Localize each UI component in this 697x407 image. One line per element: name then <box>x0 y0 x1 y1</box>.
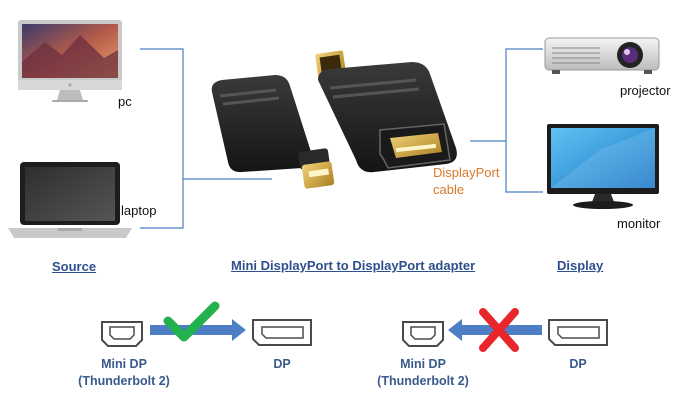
mini-dp-label-line2: (Thunderbolt 2) <box>377 374 469 388</box>
projector-icon <box>544 37 660 74</box>
cable-label: DisplayPort cable <box>433 164 499 198</box>
imac-icon <box>18 20 122 102</box>
cable-label-line1: DisplayPort <box>433 165 500 180</box>
dp-port-icon <box>252 319 312 346</box>
dp-label: DP <box>273 357 291 371</box>
mini-dp-label: Mini DP (Thunderbolt 2) <box>64 356 184 390</box>
projector-label: projector <box>620 83 671 98</box>
pc-label: pc <box>118 94 132 109</box>
mini-dp-port-icon <box>101 321 143 347</box>
check-icon <box>163 301 220 342</box>
mini-dp-label-line2: (Thunderbolt 2) <box>78 374 170 388</box>
source-connector-lines <box>140 48 272 229</box>
monitor-icon <box>547 124 659 209</box>
compat-row-supported <box>101 301 312 347</box>
dp-port-icon <box>548 319 608 346</box>
mini-dp-label-line1: Mini DP <box>101 357 147 371</box>
adapter-left-piece <box>211 75 335 189</box>
display-header: Display <box>557 258 604 273</box>
laptop-icon <box>8 162 132 238</box>
compat-row-unsupported <box>402 308 608 352</box>
laptop-label: laptop <box>121 203 157 218</box>
mini-dp-label-line1: Mini DP <box>400 357 446 371</box>
adapter-header: Mini DisplayPort to DisplayPort adapter <box>231 258 476 273</box>
mini-dp-label: Mini DP (Thunderbolt 2) <box>363 356 483 390</box>
mini-dp-port-icon <box>402 321 444 347</box>
cross-icon <box>479 308 519 352</box>
monitor-label: monitor <box>617 216 661 231</box>
adapter-right-piece <box>315 50 457 173</box>
cable-label-line2: cable <box>433 182 465 197</box>
display-connector-lines <box>470 48 543 193</box>
source-header: Source <box>52 259 97 274</box>
dp-label: DP <box>569 357 587 371</box>
